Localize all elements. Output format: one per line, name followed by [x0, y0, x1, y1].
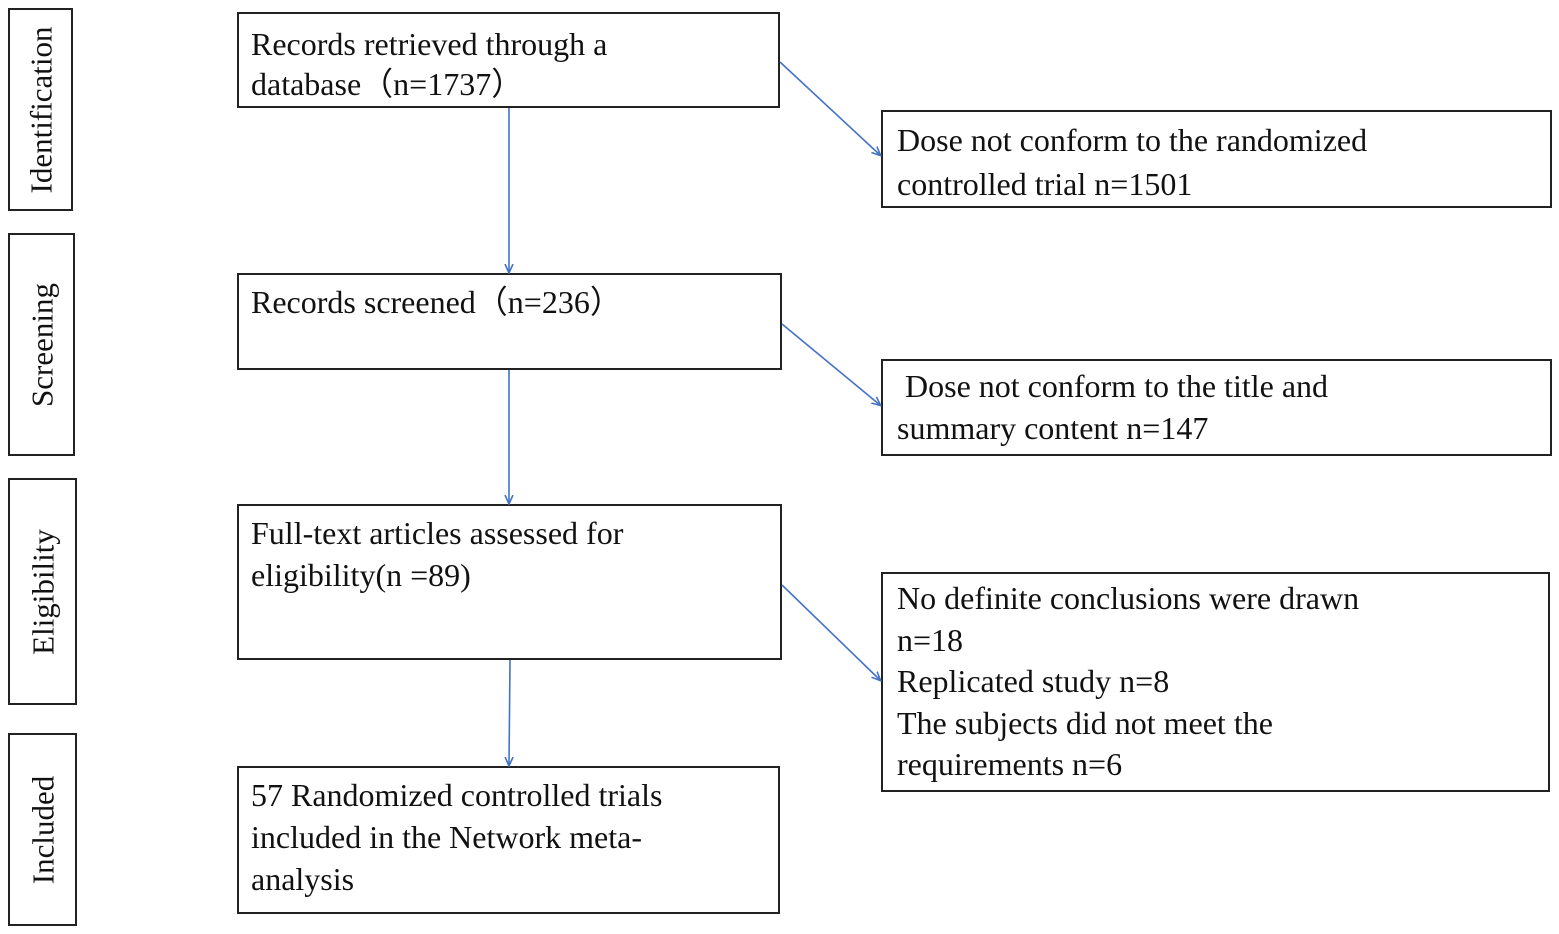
exclusion-not-title-box: Dose not conform to the title and summar… [881, 359, 1552, 456]
stage-screening: Screening [8, 233, 75, 456]
arrow-fulltext-to-exclusion [781, 584, 880, 680]
arrow-screened-to-exclusion [781, 323, 880, 405]
records-retrieved-line-2: database（n=1737） [251, 66, 524, 102]
arrow-fulltext-to-included [509, 659, 510, 765]
included-line-2: included in the Network meta- [251, 819, 642, 855]
records-screened-box: Records screened（n=236） [237, 273, 782, 370]
exclusion-fulltext-line-1: No definite conclusions were drawn [897, 580, 1360, 616]
exclusion-fulltext-line-3: Replicated study n=8 [897, 663, 1170, 699]
stage-eligibility: Eligibility [8, 478, 77, 705]
exclusion-fulltext-line-2: n=18 [897, 621, 964, 658]
exclusion-fulltext-line-4: The subjects did not meet the [897, 704, 1273, 741]
stage-included: Included [8, 733, 77, 926]
records-screened-line-1: Records screened（n=236） [251, 284, 622, 320]
stage-identification: Identification [8, 8, 73, 211]
exclusion-fulltext-line-5: requirements n=6 [897, 746, 1123, 782]
records-retrieved-box: Records retrieved through a database（n=1… [237, 12, 780, 108]
exclusion-not-title-line-2: summary content n=147 [897, 410, 1209, 446]
exclusion-not-rct-line-2: controlled trial n=1501 [897, 166, 1193, 202]
included-box: 57 Randomized controlled trials included… [237, 766, 780, 914]
full-text-box: Full-text articles assessed for eligibil… [237, 504, 782, 660]
included-line-3: analysis [251, 861, 355, 897]
arrow-retrieved-to-exclusion [779, 61, 880, 155]
exclusion-not-title-line-1: Dose not conform to the title and [897, 368, 1329, 404]
exclusion-not-rct-line-1: Dose not conform to the randomized [897, 122, 1368, 158]
exclusion-fulltext-box: No definite conclusions were drawn n=18 … [881, 572, 1550, 792]
full-text-line-2: eligibility(n =89) [251, 557, 471, 593]
included-line-1: 57 Randomized controlled trials [251, 777, 663, 813]
records-retrieved-line-1: Records retrieved through a [251, 26, 608, 62]
exclusion-not-rct-box: Dose not conform to the randomized contr… [881, 110, 1552, 208]
full-text-line-1: Full-text articles assessed for [251, 515, 624, 551]
